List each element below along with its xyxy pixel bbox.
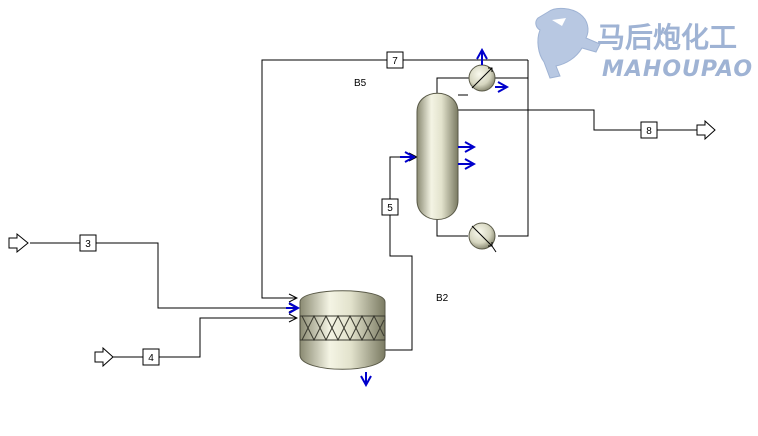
logo-chinese-text: 马后炮化工: [597, 21, 737, 54]
stream-3-line[interactable]: [30, 242, 297, 308]
stream-7-label: 7: [392, 56, 398, 67]
stream-4-line[interactable]: [112, 318, 297, 358]
reboiler[interactable]: [468, 222, 497, 253]
stream-8-tag[interactable]: 8: [640, 121, 658, 139]
stream-4-tag[interactable]: 4: [142, 348, 160, 366]
stream-3-tag[interactable]: 3: [79, 234, 97, 252]
reactor-block-label: B2: [436, 293, 449, 304]
condenser-reflux-line: [498, 78, 529, 237]
condenser-loop-line: [436, 77, 482, 97]
stream-8-label: 8: [646, 126, 652, 137]
horse-logo-icon: [535, 7, 601, 79]
logo-latin-text: MAHOUPAO: [602, 57, 753, 82]
reboiler-loop-line: [436, 214, 468, 237]
logo: 马后炮化工 MAHOUPAO: [535, 7, 753, 82]
stream-8-product-arrow-icon[interactable]: [696, 119, 716, 141]
condenser[interactable]: [468, 50, 507, 91]
stream-7-tag[interactable]: 7: [386, 51, 404, 69]
stream-5-tag[interactable]: 5: [381, 198, 399, 216]
column-block-label: B5: [354, 78, 367, 89]
stream-5-line[interactable]: [385, 157, 417, 351]
stream-4-feed-arrow-icon[interactable]: [94, 346, 114, 368]
stream-3-label: 3: [85, 239, 91, 250]
column-b5[interactable]: [400, 92, 474, 220]
stream-5-label: 5: [387, 203, 393, 214]
stream-4-label: 4: [148, 353, 154, 364]
stream-3-feed-arrow-icon[interactable]: [8, 232, 29, 254]
stream-7-line[interactable]: [261, 59, 528, 298]
stream-8-line[interactable]: [458, 109, 706, 131]
reactor-packing-icon: [301, 314, 385, 342]
reactor-b2[interactable]: [286, 290, 386, 385]
